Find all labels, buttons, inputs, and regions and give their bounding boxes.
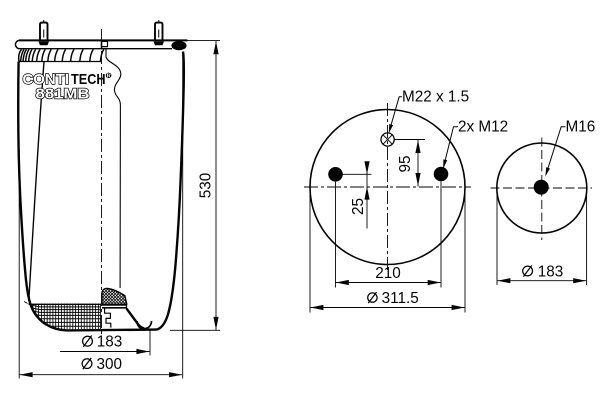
svg-text:2x M12: 2x M12 <box>458 119 508 136</box>
svg-text:530: 530 <box>198 173 215 199</box>
svg-text:183: 183 <box>538 264 564 281</box>
svg-text:311.5: 311.5 <box>382 290 419 307</box>
svg-text:881MB: 881MB <box>36 85 90 102</box>
svg-text:25: 25 <box>350 198 367 215</box>
svg-text:TECH: TECH <box>71 71 106 88</box>
svg-text:210: 210 <box>375 265 401 282</box>
svg-text:M16: M16 <box>566 119 596 136</box>
svg-text:M22 x 1.5: M22 x 1.5 <box>402 89 469 106</box>
svg-text:183: 183 <box>97 334 123 351</box>
svg-text:300: 300 <box>97 356 123 373</box>
svg-text:R: R <box>107 74 111 80</box>
svg-text:CONTI: CONTI <box>23 71 70 88</box>
svg-text:95: 95 <box>397 155 414 172</box>
